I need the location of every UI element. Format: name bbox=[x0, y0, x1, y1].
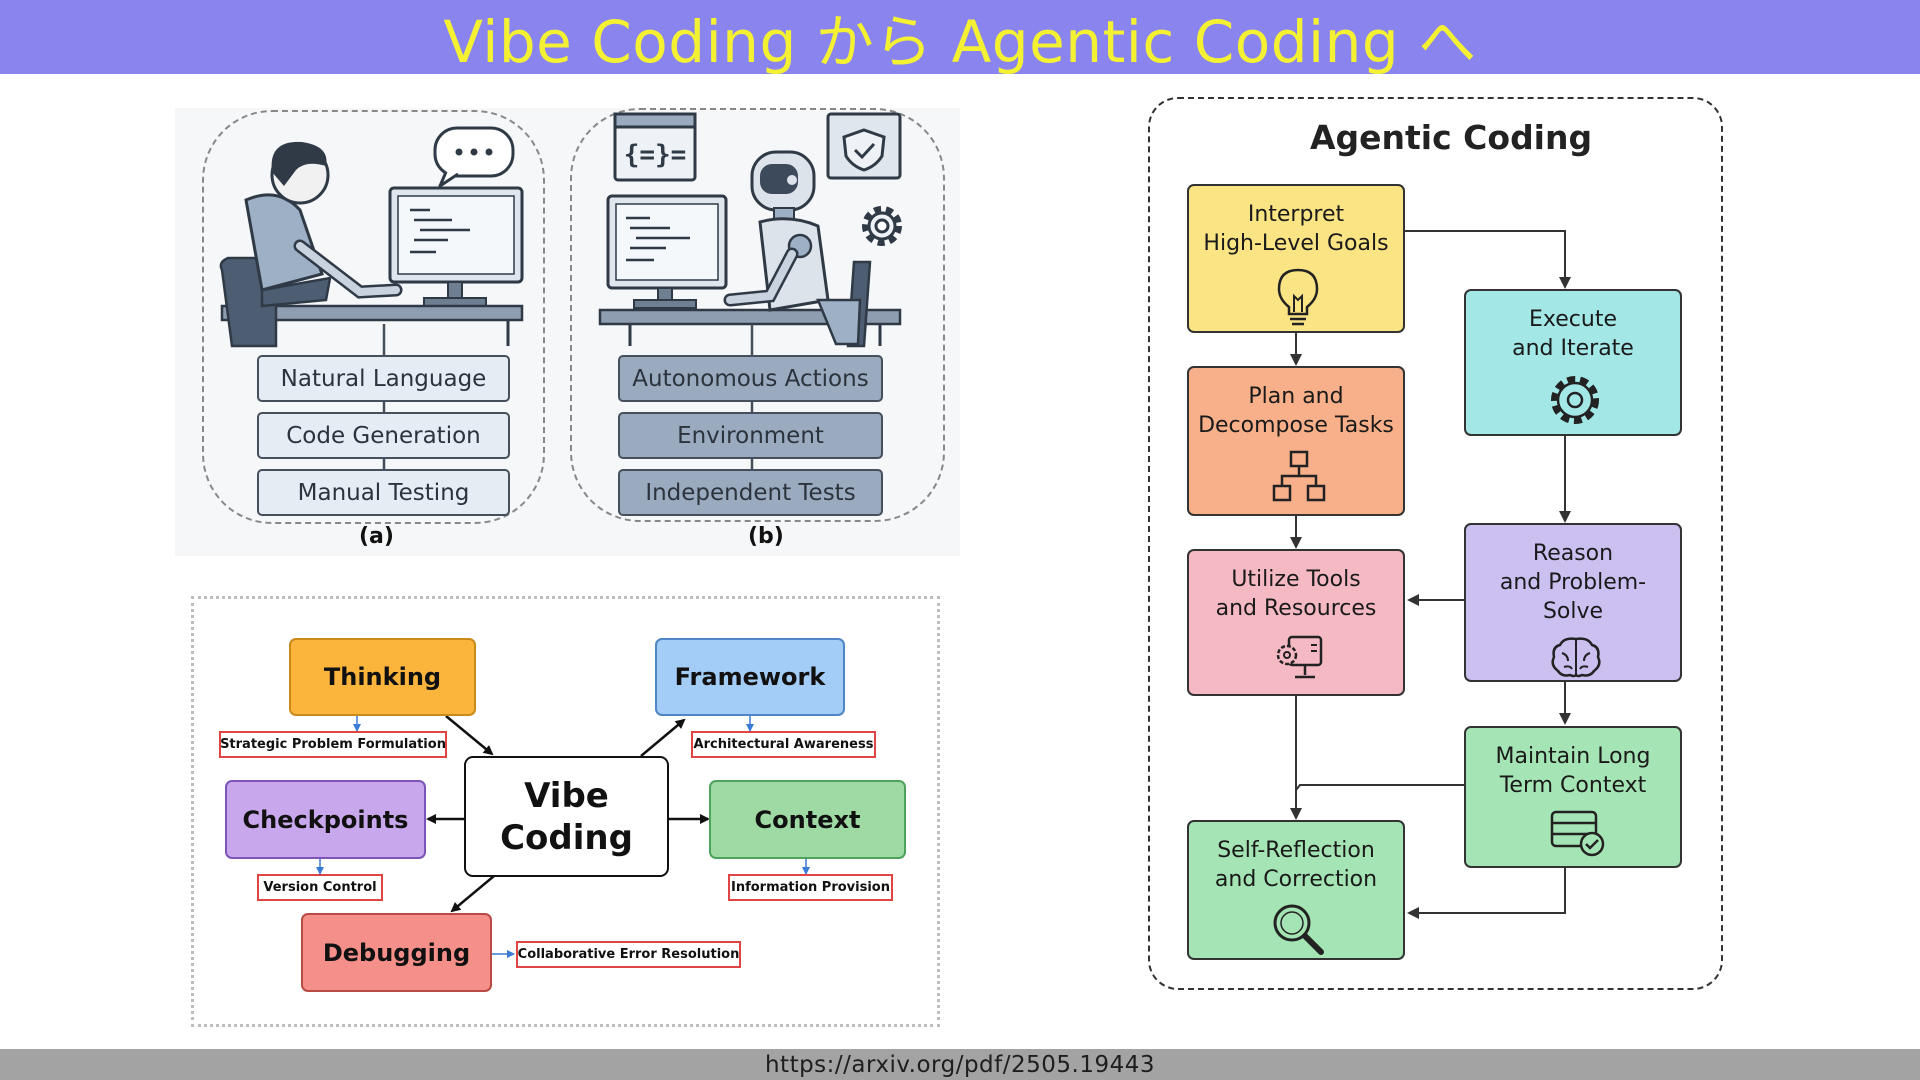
gear-icon-agentic bbox=[1551, 376, 1599, 424]
vibe-node-checkpoints: Checkpoints bbox=[225, 780, 426, 859]
panel-b-label: (b) bbox=[748, 524, 784, 549]
agentic-step-reason-problem-solve: Reason and Problem- Solve bbox=[1464, 523, 1682, 682]
vibe-note-context: Information Provision bbox=[728, 874, 893, 901]
vibe-node-framework: Framework bbox=[655, 638, 845, 716]
robot-icon bbox=[723, 150, 872, 348]
panel-b-item-autonomous-actions: Autonomous Actions bbox=[618, 355, 883, 402]
lightbulb-icon bbox=[1277, 268, 1319, 326]
agentic-step-execute-iterate: Execute and Iterate bbox=[1464, 289, 1682, 436]
gear-icon bbox=[862, 206, 902, 246]
code-brackets-icon: {=}= bbox=[613, 112, 697, 182]
agentic-step-plan-decompose: Plan and Decompose Tasks bbox=[1187, 366, 1405, 516]
agentic-step-label: Plan and Decompose Tasks bbox=[1198, 384, 1394, 438]
brain-icon bbox=[1551, 637, 1601, 678]
agentic-step-self-reflection: Self-Reflection and Correction bbox=[1187, 820, 1405, 960]
hierarchy-icon bbox=[1272, 450, 1326, 502]
panel-a-label: (a) bbox=[359, 524, 394, 549]
panel-b-frame bbox=[570, 108, 945, 522]
vibe-note-thinking: Strategic Problem Formulation bbox=[219, 731, 447, 758]
panel-a-item-natural-language: Natural Language bbox=[257, 355, 510, 402]
vibe-note-debugging: Collaborative Error Resolution bbox=[516, 941, 741, 968]
agentic-step-label: Execute and Iterate bbox=[1512, 307, 1634, 361]
agentic-step-interpret-goals: Interpret High-Level Goals bbox=[1187, 184, 1405, 333]
desk bbox=[220, 304, 524, 322]
agentic-frame bbox=[1148, 97, 1723, 990]
panel-a-item-code-generation: Code Generation bbox=[257, 412, 510, 459]
vibe-coding-center: Vibe Coding bbox=[464, 756, 669, 877]
speech-bubble-icon bbox=[433, 126, 515, 188]
database-check-icon bbox=[1550, 810, 1605, 857]
agentic-step-utilize-tools: Utilize Tools and Resources bbox=[1187, 549, 1405, 696]
vibe-node-debugging: Debugging bbox=[301, 913, 492, 992]
vibe-note-framework: Architectural Awareness bbox=[691, 731, 876, 758]
shield-icon bbox=[826, 112, 902, 180]
panel-b-item-environment: Environment bbox=[618, 412, 883, 459]
agentic-step-label: Reason and Problem- Solve bbox=[1499, 541, 1647, 624]
svg-text:{=}=: {=}= bbox=[624, 140, 687, 170]
monitor-icon-b bbox=[606, 194, 728, 309]
agentic-step-label: Interpret High-Level Goals bbox=[1203, 202, 1389, 256]
agentic-step-label: Utilize Tools and Resources bbox=[1215, 567, 1377, 621]
source-url[interactable]: https://arxiv.org/pdf/2505.19443 bbox=[764, 1051, 1156, 1078]
panel-a-frame bbox=[202, 110, 545, 524]
slide-title: Vibe Coding から Agentic Coding へ bbox=[443, 8, 1477, 76]
agentic-step-label: Maintain Long Term Context bbox=[1495, 744, 1651, 798]
person-icon bbox=[219, 141, 403, 348]
agentic-step-label: Self-Reflection and Correction bbox=[1214, 838, 1378, 892]
magnifier-icon bbox=[1273, 904, 1324, 955]
agentic-title: Agentic Coding bbox=[1310, 118, 1593, 157]
panel-a-item-manual-testing: Manual Testing bbox=[257, 469, 510, 516]
vibe-frame bbox=[191, 596, 940, 1027]
vibe-node-context: Context bbox=[709, 780, 906, 859]
tools-monitor-icon bbox=[1276, 635, 1323, 679]
agentic-step-maintain-context: Maintain Long Term Context bbox=[1464, 726, 1682, 868]
source-footer: https://arxiv.org/pdf/2505.19443 bbox=[0, 1049, 1920, 1080]
panel-b-item-independent-tests: Independent Tests bbox=[618, 469, 883, 516]
vibe-note-checkpoints: Version Control bbox=[257, 874, 383, 901]
vibe-node-thinking: Thinking bbox=[289, 638, 476, 716]
title-bar: Vibe Coding から Agentic Coding へ bbox=[0, 0, 1920, 76]
